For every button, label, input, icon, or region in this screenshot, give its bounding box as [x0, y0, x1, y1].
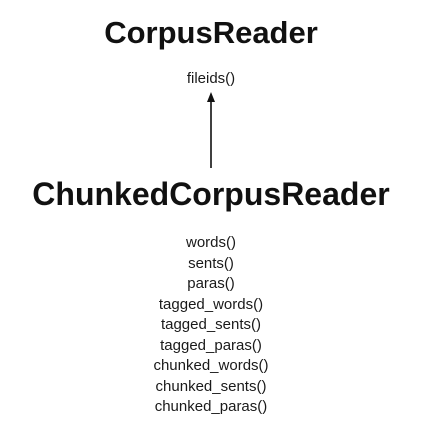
arrow-head — [207, 92, 215, 102]
child-method: chunked_words() — [153, 357, 269, 374]
child-method: words() — [185, 234, 236, 251]
child-method: chunked_paras() — [154, 398, 268, 415]
parent-method: fileids() — [186, 70, 236, 87]
child-method-list: words() sents() paras() tagged_words() t… — [0, 233, 422, 418]
parent-method-list: fileids() — [0, 69, 422, 90]
child-method: tagged_sents() — [160, 316, 262, 333]
child-method: tagged_words() — [158, 295, 264, 313]
child-method: sents() — [188, 254, 234, 272]
child-method: paras() — [187, 275, 235, 292]
child-method: tagged_paras() — [160, 336, 262, 354]
parent-class-name: CorpusReader — [104, 15, 318, 50]
child-class-name: ChunkedCorpusReader — [32, 176, 390, 212]
child-method: chunked_sents() — [155, 377, 267, 395]
inheritance-arrow — [207, 92, 215, 168]
